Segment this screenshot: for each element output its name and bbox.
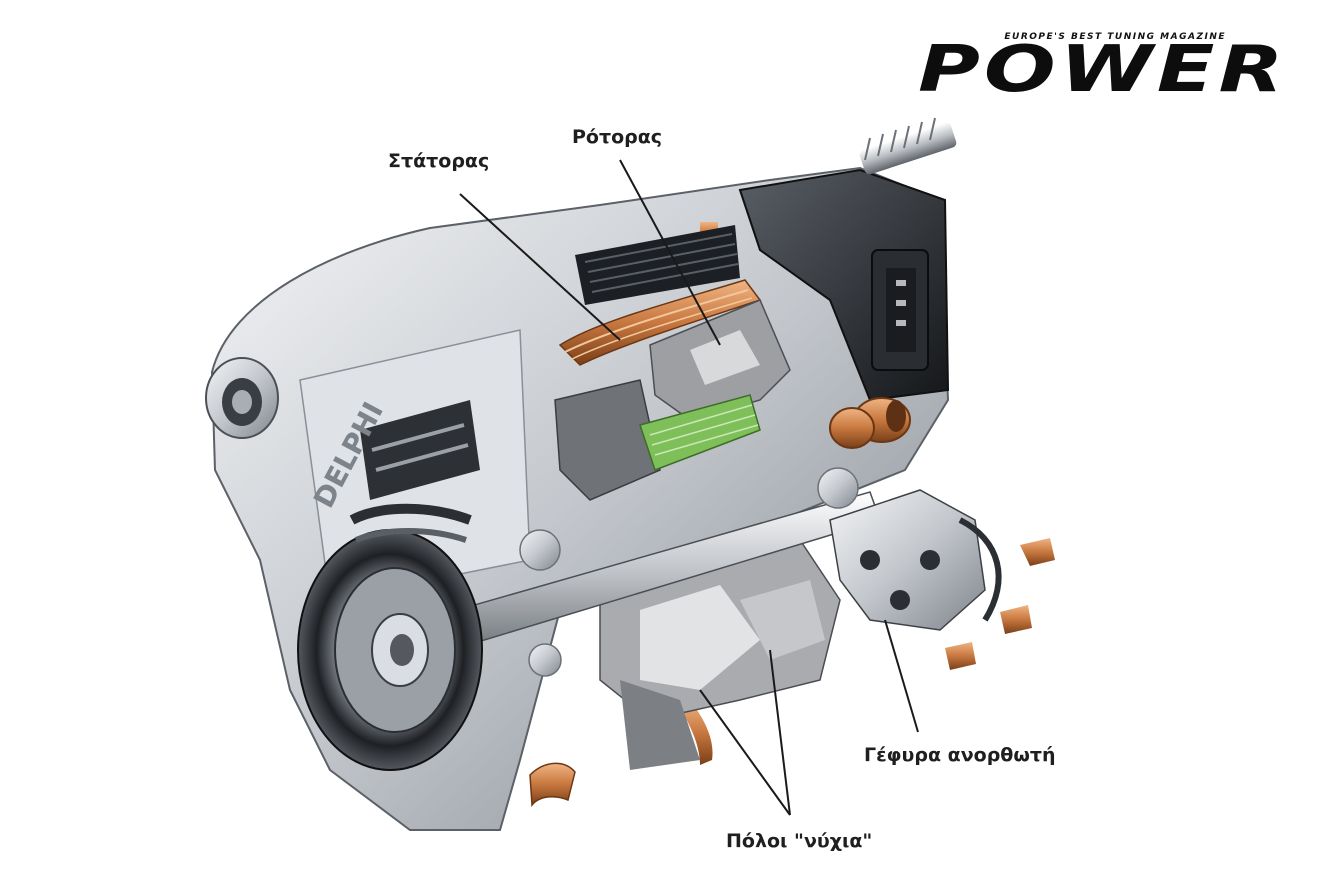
rotor-label: Ρότορας bbox=[572, 126, 663, 148]
rectifier-diode-board bbox=[639, 394, 761, 471]
claw-leader-line-1 bbox=[699, 689, 791, 816]
bridge-leader-line bbox=[884, 619, 919, 733]
claw-leader-line-2 bbox=[769, 649, 791, 816]
slip-rings bbox=[829, 397, 911, 449]
brush-terminals bbox=[945, 538, 1055, 670]
pulley bbox=[297, 503, 483, 771]
rectifier-bridge bbox=[829, 489, 1055, 670]
stator-leader-line bbox=[459, 193, 621, 341]
stator-label: Στάτορας bbox=[388, 150, 490, 172]
claw-poles-label: Πόλοι "νύχια" bbox=[726, 830, 873, 852]
rear-housing bbox=[738, 117, 957, 402]
power-magazine-logo: EUROPE'S BEST TUNING MAGAZINE POWER bbox=[918, 32, 1318, 104]
threaded-stud bbox=[859, 117, 957, 175]
stator-core bbox=[575, 225, 740, 305]
rotor-claw-poles-upper bbox=[554, 299, 791, 501]
stator-winding bbox=[529, 222, 762, 807]
rectifier-bridge-label: Γέφυρα ανορθωτή bbox=[864, 744, 1056, 766]
leader-lines bbox=[459, 159, 919, 816]
rotor-leader-line bbox=[619, 159, 721, 346]
logo-wordmark: POWER bbox=[918, 33, 1288, 107]
logo-tagline: EUROPE'S BEST TUNING MAGAZINE bbox=[1004, 32, 1226, 42]
